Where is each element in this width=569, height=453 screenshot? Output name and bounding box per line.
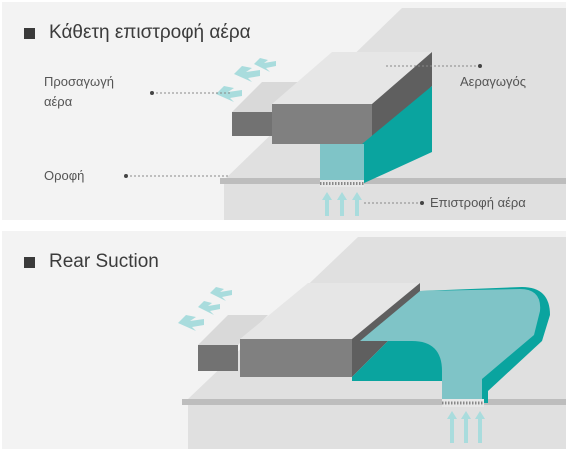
unit-front	[240, 339, 352, 377]
supply-outlet-top	[232, 82, 302, 112]
supply-outlet-top	[198, 315, 268, 345]
supply-arrows	[216, 58, 276, 102]
ceiling-line	[220, 178, 566, 184]
ceiling-line	[182, 399, 566, 405]
return-duct-side	[362, 86, 432, 184]
section-heading: Rear Suction	[24, 251, 159, 273]
supply-outlet-front	[232, 112, 272, 136]
section-heading: Κάθετη επιστροφή αέρα	[24, 22, 251, 44]
unit-front	[272, 104, 372, 144]
vertical-return-diagram	[124, 8, 566, 220]
unit-side	[372, 52, 432, 144]
leader-lines	[126, 65, 480, 204]
unit-top	[240, 283, 420, 339]
supply-air-label-line1: Προσαγωγή	[44, 74, 114, 89]
rear-suction-panel: Rear Suction	[2, 231, 566, 449]
heading-square-icon	[24, 27, 35, 39]
supply-outlet-front	[198, 345, 238, 371]
supply-arrows	[178, 287, 232, 331]
suction-duct-top	[360, 289, 541, 403]
return-arrows	[322, 192, 362, 216]
ceiling-label: Οροφή	[44, 168, 85, 183]
heading-text: Κάθετη επιστροφή αέρα	[49, 22, 251, 43]
leader-dots	[124, 64, 482, 205]
supply-air-label-line2: αέρα	[44, 94, 73, 109]
duct-label: Αεραγωγός	[460, 74, 527, 89]
supply-air-label: Προσαγωγή αέρα	[44, 72, 114, 112]
vertical-return-panel: Κάθετη επιστροφή αέρα Προσαγωγή αέρα Αερ…	[2, 2, 566, 220]
return-air-label: Επιστροφή αέρα	[430, 195, 526, 210]
unit-top	[272, 52, 432, 104]
return-duct-front	[320, 144, 364, 184]
heading-square-icon	[24, 256, 35, 268]
rear-suction-diagram	[178, 237, 566, 449]
suction-arrows	[447, 411, 485, 443]
heading-text: Rear Suction	[49, 251, 159, 272]
